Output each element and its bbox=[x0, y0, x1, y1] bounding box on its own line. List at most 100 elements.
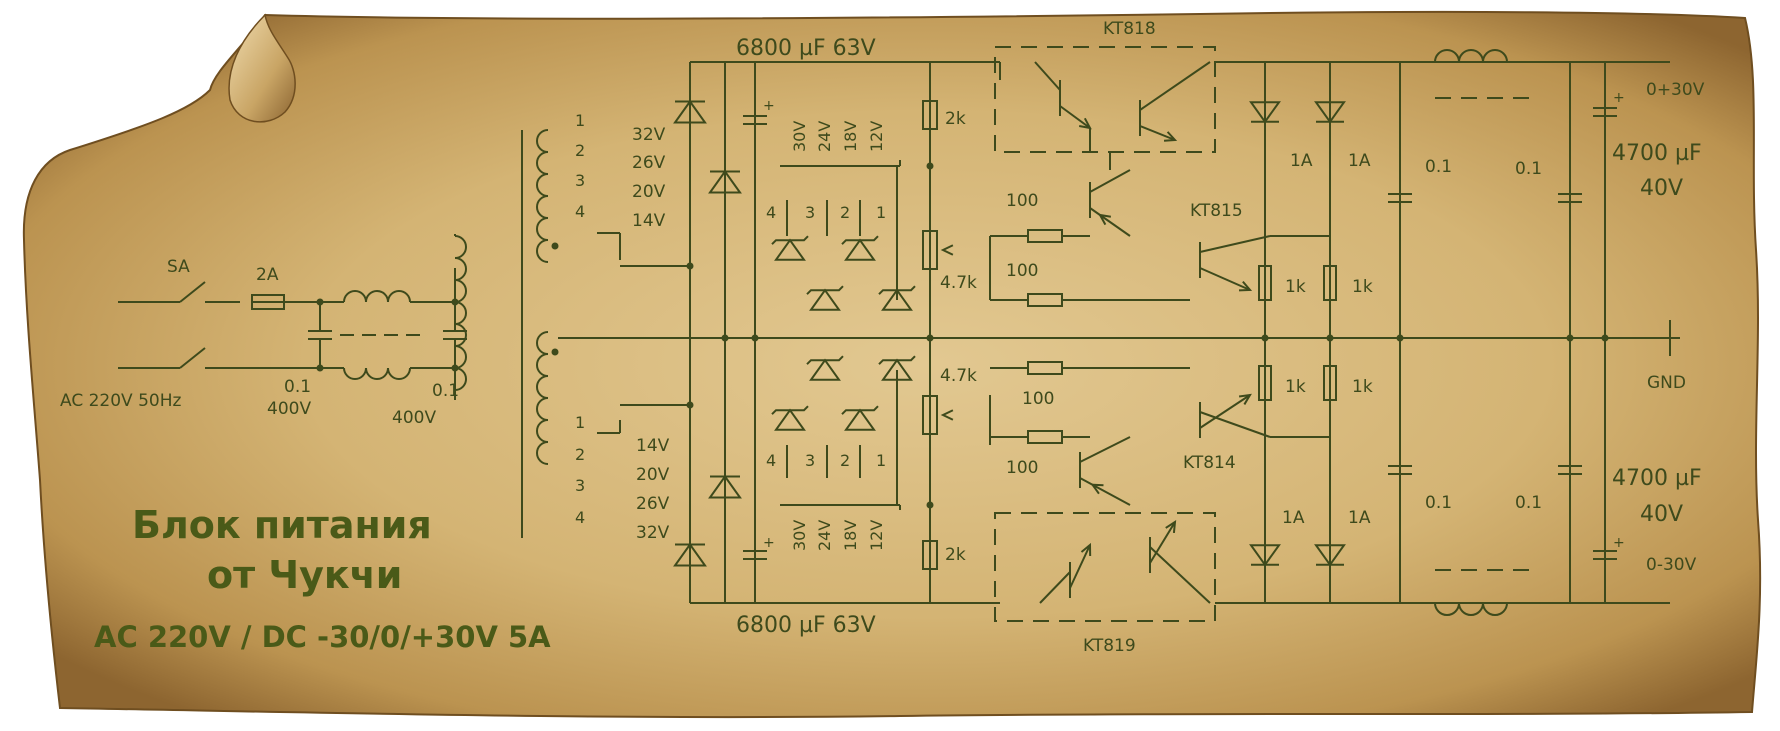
switch-blade-bottom bbox=[179, 347, 206, 369]
input-cap1-voltage: 400V bbox=[267, 399, 311, 419]
junction-dot bbox=[926, 501, 934, 509]
out-cap-small-3-label: 0.1 bbox=[1425, 493, 1452, 513]
junction-dot bbox=[1261, 334, 1269, 342]
kt819-q1 bbox=[1039, 544, 1091, 604]
diode-body bbox=[1314, 544, 1346, 567]
bridge-diode bbox=[708, 169, 742, 194]
arrowhead bbox=[940, 244, 954, 256]
input-choke-bottom bbox=[343, 367, 411, 380]
zener-bar bbox=[771, 235, 809, 245]
output-cap-small bbox=[1388, 465, 1412, 475]
plus-sign: + bbox=[763, 98, 775, 114]
junction-dot bbox=[551, 348, 559, 356]
zener-diode bbox=[771, 405, 809, 431]
main-cap-top bbox=[743, 115, 767, 125]
r-load-2-label: 1k bbox=[1352, 277, 1373, 297]
transistor-collector bbox=[1079, 436, 1131, 463]
zener-diode bbox=[806, 285, 844, 311]
zener-bottom-v-30: 30V bbox=[790, 520, 809, 551]
r-bottom-label: 2k bbox=[945, 545, 966, 565]
arrowhead bbox=[1098, 213, 1112, 226]
junction-dot bbox=[1326, 334, 1334, 342]
secondary-top-coil bbox=[536, 129, 549, 263]
arrowhead bbox=[1238, 393, 1252, 405]
transistor-collector bbox=[1089, 169, 1131, 193]
zener-top-n-3: 3 bbox=[805, 203, 815, 222]
junction-dot bbox=[751, 334, 759, 342]
tap-bottom-voltage-2: 20V bbox=[636, 465, 670, 485]
junction-dot bbox=[686, 401, 694, 409]
zener-top-n-1: 1 bbox=[876, 203, 886, 222]
kt819-label: KT819 bbox=[1083, 636, 1136, 656]
zener-top-v-30: 30V bbox=[790, 121, 809, 152]
load-resistor bbox=[1323, 265, 1337, 301]
switch-blade-top bbox=[179, 281, 206, 303]
kt818-label: KT818 bbox=[1103, 19, 1156, 39]
junction-dot bbox=[1601, 334, 1609, 342]
arrowhead bbox=[1090, 483, 1104, 495]
out-cap-bottom-voltage: 40V bbox=[1640, 502, 1683, 527]
r-load-1-label: 1k bbox=[1285, 277, 1306, 297]
title-spec: AC 220V / DC -30/0/+30V 5A bbox=[94, 620, 551, 654]
main-cap-bottom bbox=[743, 550, 767, 560]
zener-diode bbox=[771, 235, 809, 261]
zener-top-v-12: 12V bbox=[867, 121, 886, 152]
zener-bottom-v-12: 12V bbox=[867, 520, 886, 551]
tap-top-voltage-2: 26V bbox=[632, 153, 666, 173]
neg-output-label: 0-30V bbox=[1646, 555, 1697, 575]
zener-body bbox=[809, 288, 841, 311]
mains-label: AC 220V 50Hz bbox=[60, 391, 182, 411]
zener-bottom-n-4: 4 bbox=[766, 451, 776, 470]
transformer-primary bbox=[454, 235, 467, 391]
main-cap-top-label: 6800 µF 63V bbox=[736, 36, 876, 61]
transistor-emitter bbox=[1059, 105, 1091, 129]
tap-bottom-4: 4 bbox=[575, 508, 585, 527]
zener-bar bbox=[841, 405, 879, 415]
zener-bar bbox=[878, 285, 916, 295]
diode-4-label: 1A bbox=[1348, 508, 1371, 528]
tap-bottom-3: 3 bbox=[575, 476, 585, 495]
r-load-3-label: 1k bbox=[1285, 377, 1306, 397]
arrowhead bbox=[1238, 280, 1253, 292]
zener-bottom-numbers: 4 3 2 1 bbox=[766, 451, 886, 470]
r-base-2-label: 100 bbox=[1006, 261, 1038, 281]
r-base-4-label: 100 bbox=[1006, 458, 1038, 478]
zener-bottom-n-1: 1 bbox=[876, 451, 886, 470]
kt819-q2 bbox=[1149, 521, 1211, 604]
zener-bottom-v-24: 24V bbox=[815, 520, 834, 551]
kt815-b bbox=[1199, 235, 1271, 291]
zener-top-n-4: 4 bbox=[766, 203, 776, 222]
transistor-emitter bbox=[1199, 267, 1251, 291]
zener-diode bbox=[878, 355, 916, 381]
diode-body bbox=[708, 169, 742, 194]
junction-dot bbox=[926, 162, 934, 170]
transistor-emitter bbox=[1079, 477, 1131, 506]
arrowhead bbox=[1079, 117, 1092, 130]
output-choke-top bbox=[1434, 49, 1508, 63]
components: ++++ bbox=[251, 46, 1625, 622]
tap-bottom-voltage-1: 14V bbox=[636, 436, 670, 456]
transistor-collector bbox=[1199, 411, 1271, 438]
paper-sheet bbox=[22, 10, 1762, 719]
transformer-bottom-taps: 1 2 3 4 14V 20V 26V 32V bbox=[575, 413, 670, 543]
zener-bar bbox=[806, 285, 844, 295]
fuse bbox=[251, 294, 285, 310]
diode-3-label: 1A bbox=[1282, 508, 1305, 528]
diode-body bbox=[1314, 101, 1346, 124]
plus-sign: + bbox=[763, 535, 775, 551]
transistor-emitter bbox=[1069, 544, 1091, 589]
zener-diode bbox=[841, 235, 879, 261]
main-cap-bottom-label: 6800 µF 63V bbox=[736, 613, 876, 638]
zener-body bbox=[844, 408, 876, 431]
fuse-label: 2A bbox=[256, 265, 279, 285]
tap-bottom-1: 1 bbox=[575, 413, 585, 432]
kt819-package bbox=[994, 512, 1216, 622]
junction-dot bbox=[1566, 334, 1574, 342]
junction-dot bbox=[686, 262, 694, 270]
r-top-label: 2k bbox=[945, 109, 966, 129]
tap-top-1: 1 bbox=[575, 111, 585, 130]
input-cap-2 bbox=[443, 330, 467, 340]
r-base-3 bbox=[1027, 361, 1063, 375]
zener-diode bbox=[806, 355, 844, 381]
